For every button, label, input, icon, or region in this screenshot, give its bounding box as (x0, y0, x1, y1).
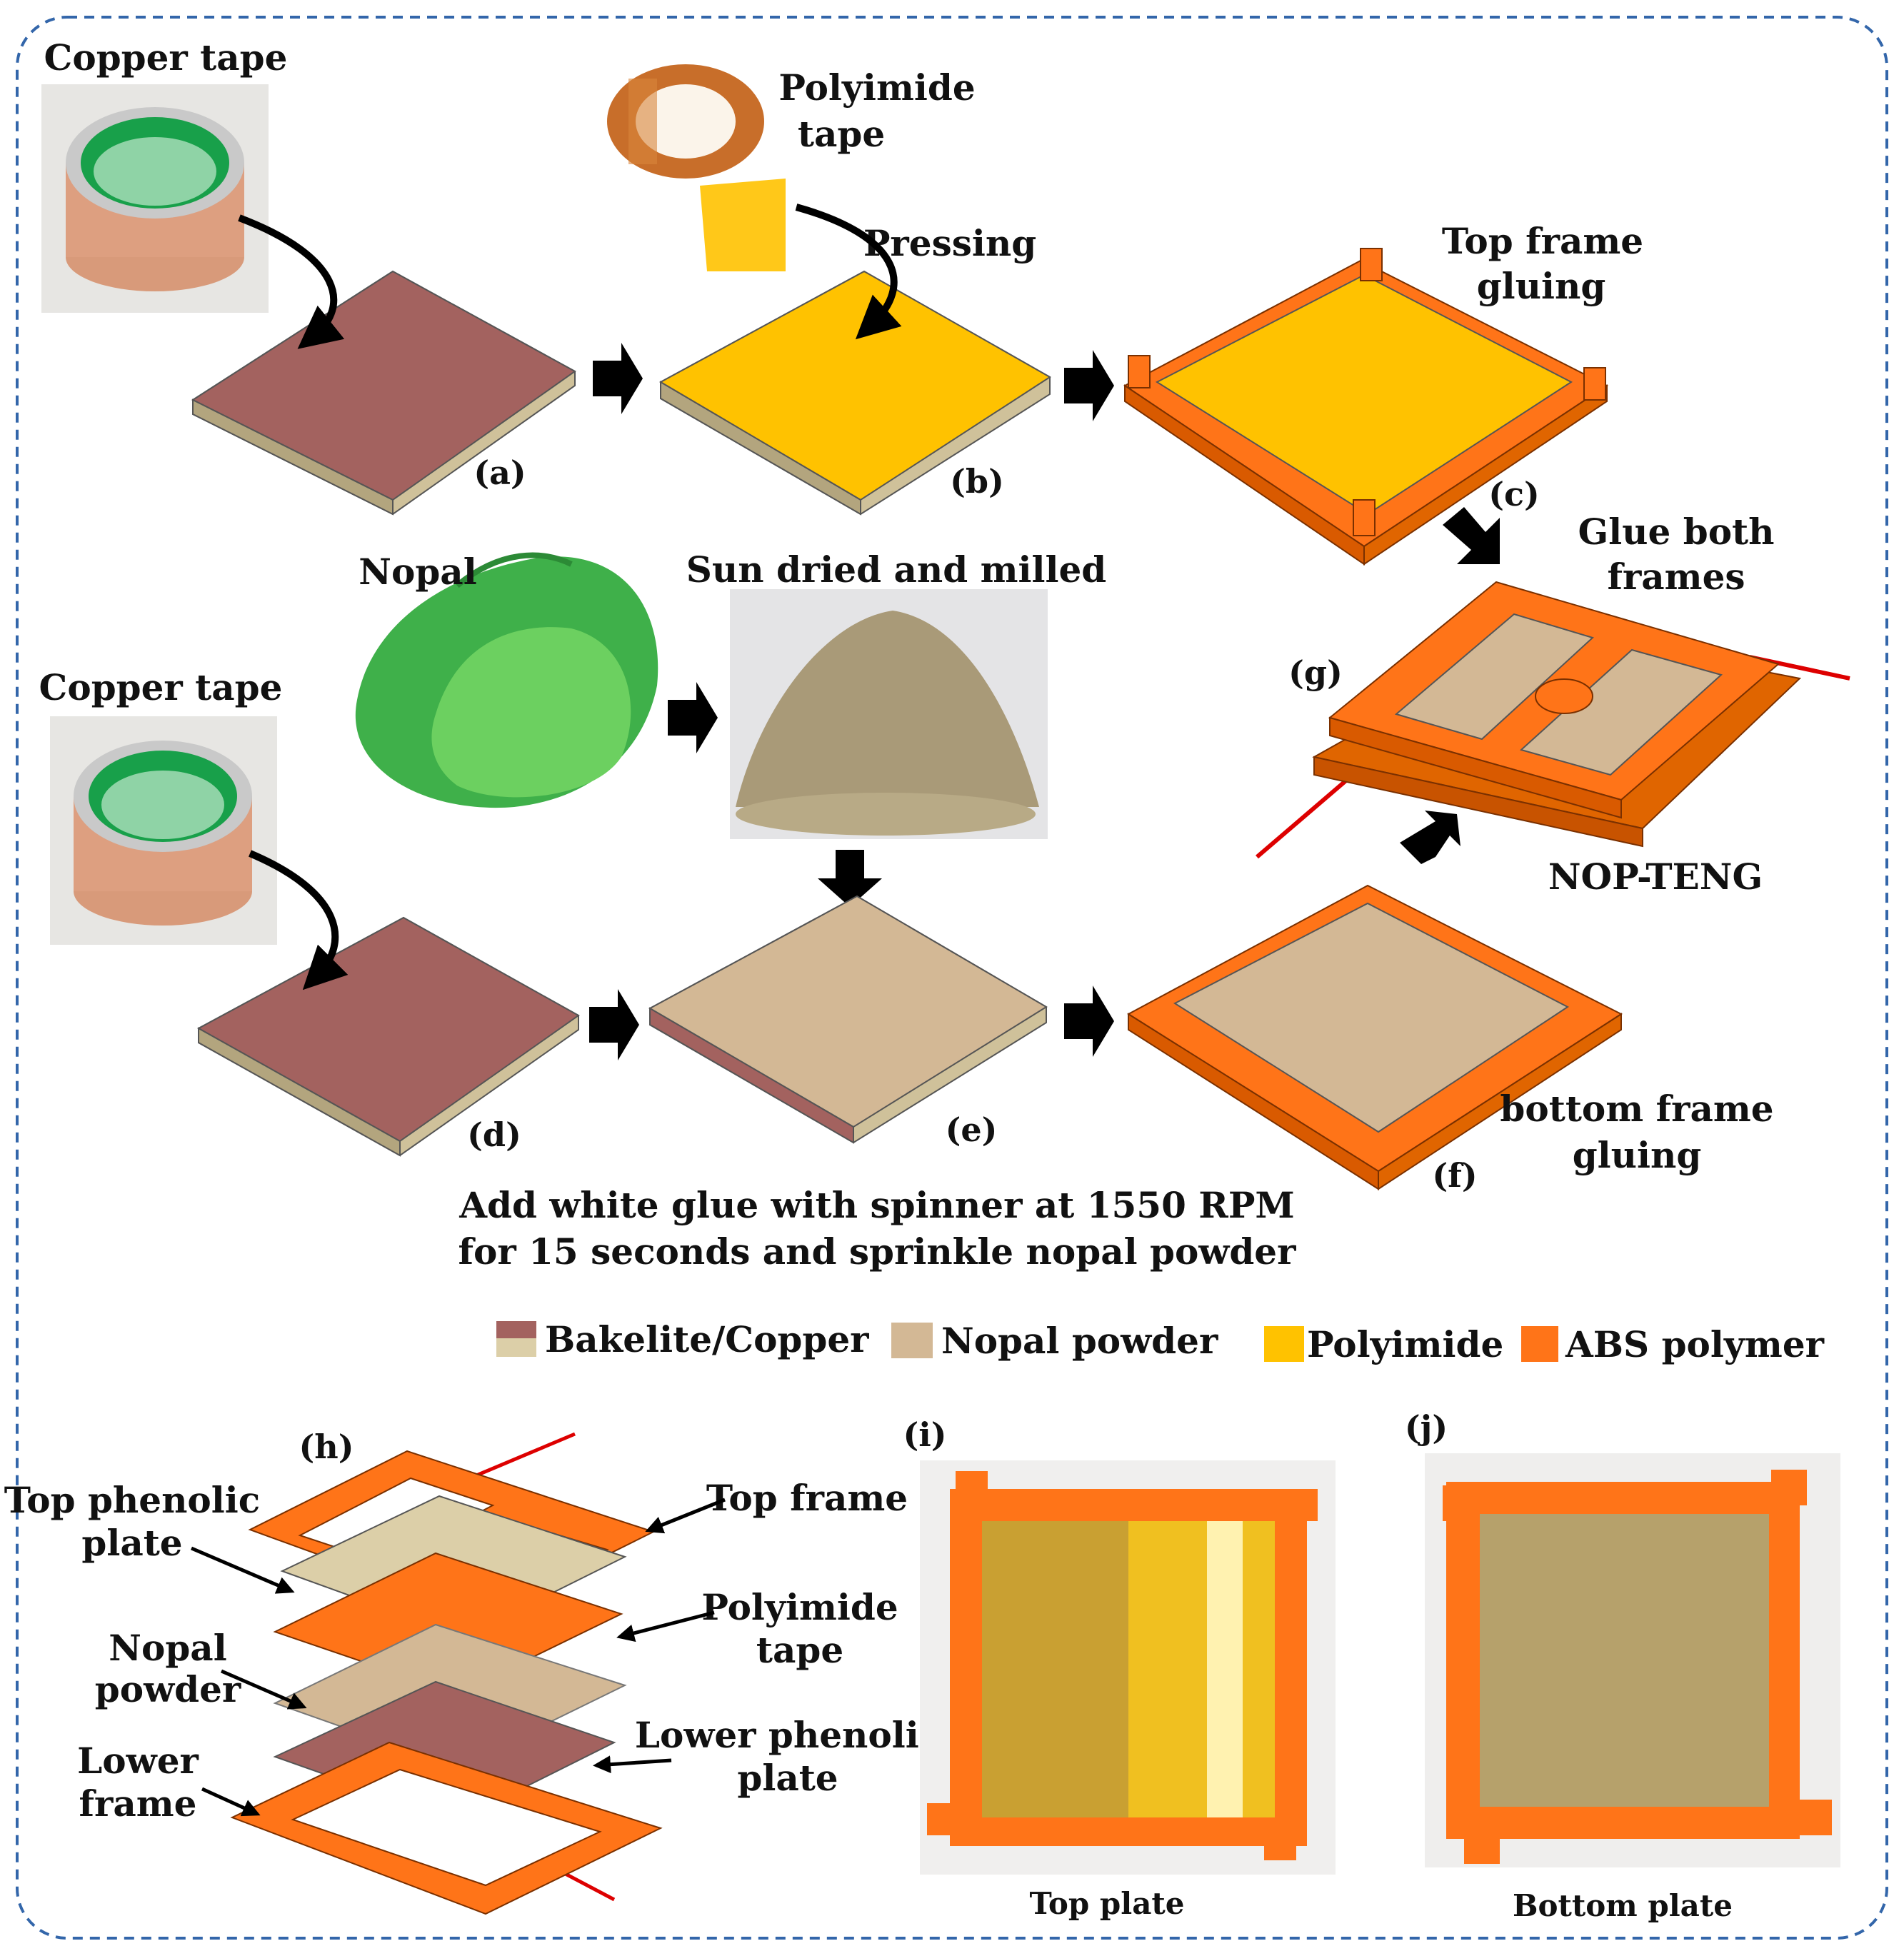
caption-bottom-plate: Bottom plate (1513, 1888, 1733, 1923)
caption-spinner-line1: Add white glue with spinner at 1550 RPM (459, 1184, 1295, 1226)
arrow-d-to-e (589, 989, 639, 1060)
copper-tape-photo-bottom (50, 716, 277, 945)
arrow-powder-down (818, 850, 882, 907)
panel-label-g: (g) (1288, 653, 1343, 692)
label-exploded-nopal-line1: Nopal (109, 1627, 226, 1669)
legend-item-nopal-powder: Nopal powder (891, 1320, 1218, 1362)
photo-top-plate-i (920, 1460, 1336, 1875)
plate-e (648, 895, 1048, 1144)
panel-label-e: (e) (946, 1110, 998, 1149)
label-lower-phenolic-line1: Lower phenolic (635, 1714, 941, 1756)
leader-polyimide (616, 1610, 715, 1642)
label-bottom-frame-gluing-line2: gluing (1573, 1134, 1702, 1176)
leader-top-frame (645, 1498, 726, 1534)
legend-item-polyimide: Polyimide (1264, 1323, 1503, 1365)
arrow-copper-to-plate-d (249, 850, 349, 990)
label-sun-dried-milled: Sun dried and milled (686, 548, 1106, 591)
figure-border (16, 16, 1888, 1940)
photo-bottom-plate-j (1425, 1453, 1840, 1867)
label-lower-phenolic-line2: plate (737, 1757, 838, 1799)
label-polyimide-tape-line1: Polyimide (778, 66, 975, 109)
label-copper-tape-top: Copper tape (44, 36, 288, 79)
plate-a (191, 270, 576, 516)
top-frame-c (1123, 248, 1608, 566)
label-exploded-nopal-line2: powder (95, 1668, 241, 1710)
plate-d (196, 916, 580, 1157)
arrow-e-to-f (1064, 985, 1114, 1057)
label-glue-both-line2: frames (1607, 556, 1745, 598)
arrow-b-to-c (1064, 350, 1114, 421)
label-exploded-top-frame: Top frame (706, 1477, 908, 1519)
panel-label-i: (i) (903, 1415, 946, 1454)
arrow-a-to-b (593, 343, 643, 414)
leader-lower-phenolic (593, 1755, 672, 1774)
label-bottom-frame-gluing-line1: bottom frame (1500, 1088, 1773, 1130)
panel-label-h: (h) (299, 1428, 354, 1466)
label-copper-tape-bottom: Copper tape (39, 666, 283, 708)
arrow-nopal-to-powder (668, 682, 718, 753)
label-pressing: Pressing (863, 222, 1036, 264)
assembled-device-g (1256, 581, 1850, 859)
leader-top-phenolic (191, 1546, 295, 1594)
panel-label-b: (b) (950, 462, 1004, 501)
bottom-frame-f (1127, 884, 1623, 1190)
powder-photo (730, 589, 1048, 839)
label-lower-frame-line2: frame (79, 1782, 197, 1825)
panel-label-f: (f) (1432, 1156, 1477, 1195)
svg-text:Bakelite/Copper: Bakelite/Copper (545, 1318, 869, 1360)
panel-label-c: (c) (1488, 475, 1540, 513)
caption-spinner-line2: for 15 seconds and sprinkle nopal powder (459, 1230, 1297, 1273)
leader-lower-frame (201, 1787, 261, 1817)
label-exploded-polyimide-line2: tape (756, 1629, 843, 1671)
legend-item-bakelite-copper: Bakelite/Copper (496, 1318, 869, 1360)
panel-label-d: (d) (467, 1115, 521, 1154)
svg-text:Polyimide: Polyimide (1307, 1323, 1503, 1365)
leader-nopal (221, 1669, 307, 1710)
arrow-f-to-g (1400, 811, 1460, 864)
polyimide-tape-photo (607, 64, 786, 271)
arrow-c-to-g (1443, 507, 1500, 564)
nopal-photo (355, 552, 658, 808)
svg-text:Nopal powder: Nopal powder (941, 1320, 1218, 1362)
label-top-frame-gluing-line2: gluing (1477, 265, 1606, 307)
label-nopal: Nopal (359, 551, 476, 593)
arrow-copper-to-plate-a (238, 214, 345, 349)
legend: Bakelite/Copper Nopal powder Polyimide A… (496, 1318, 1825, 1365)
label-lower-frame-line1: Lower (77, 1740, 199, 1782)
legend-item-abs-polymer: ABS polymer (1521, 1323, 1825, 1365)
caption-top-plate: Top plate (1029, 1886, 1184, 1921)
label-polyimide-tape-line2: tape (798, 113, 885, 155)
label-glue-both-line1: Glue both (1578, 511, 1774, 553)
label-exploded-polyimide-line1: Polyimide (701, 1586, 898, 1628)
label-top-frame-gluing-line1: Top frame (1442, 220, 1643, 262)
panel-label-a: (a) (474, 453, 526, 492)
arrow-tape-to-plate-b (795, 204, 902, 340)
svg-text:ABS polymer: ABS polymer (1565, 1323, 1825, 1365)
plate-b (658, 270, 1051, 516)
panel-label-j: (j) (1405, 1408, 1448, 1447)
label-top-phenolic-line1: Top phenolic (4, 1479, 260, 1521)
exploded-view-h (230, 1432, 663, 1915)
label-nop-teng: NOP-TENG (1548, 856, 1763, 898)
copper-tape-photo-top (41, 84, 269, 313)
label-top-phenolic-line2: plate (81, 1522, 182, 1564)
